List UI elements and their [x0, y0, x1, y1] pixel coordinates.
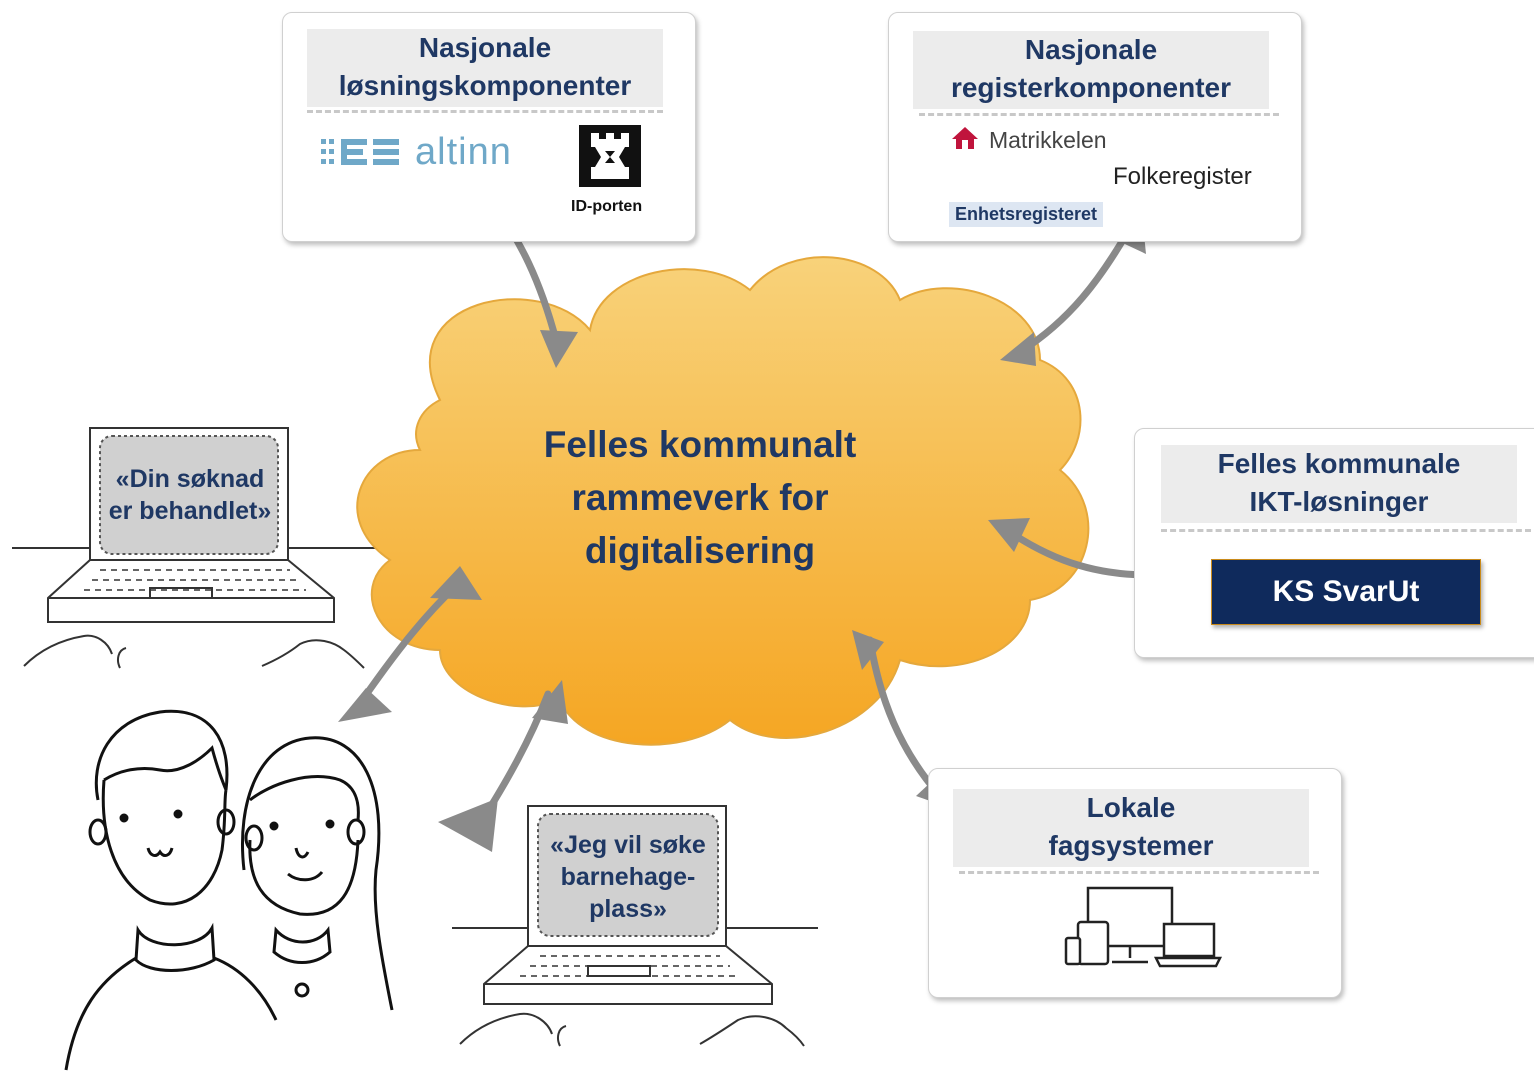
idporten-logo-icon: [579, 125, 641, 187]
ks-svarut-badge: KS SvarUt: [1211, 559, 1481, 625]
laptop-bottom-line2: barnehage-: [560, 863, 696, 891]
heading-line2: fagsystemer: [1048, 830, 1214, 861]
heading-divider: [919, 113, 1279, 116]
arrow-to-registerkomponenter: [1016, 224, 1134, 356]
folkeregister-label: Folkeregister: [1113, 163, 1252, 190]
altinn-logo-icon: [321, 139, 399, 165]
heading-divider: [307, 110, 663, 113]
cloud-shape: [356, 256, 1090, 746]
heading-line2: IKT-løsninger: [1249, 486, 1429, 517]
laptop-bottom-line3: plass»: [589, 895, 667, 923]
matrikkelen-label: Matrikkelen: [989, 127, 1107, 153]
heading-line1: Felles kommunale: [1217, 448, 1461, 479]
card-nasjonale-registerkomponenter: Nasjonale registerkomponenter Matrikkele…: [888, 12, 1302, 242]
card-felles-kommunale-ikt: Felles kommunale IKT-løsninger KS SvarUt: [1134, 428, 1534, 658]
card-heading: Nasjonale registerkomponenter: [913, 31, 1269, 109]
heading-line1: Lokale: [1086, 792, 1176, 823]
card-heading: Lokale fagsystemer: [953, 789, 1309, 867]
laptop-bottom-line1: «Jeg vil søke: [550, 831, 706, 859]
heading-line2: registerkomponenter: [950, 72, 1232, 103]
heading-line1: Nasjonale: [418, 32, 552, 63]
card-heading: Nasjonale løsningskomponenter: [307, 29, 663, 107]
laptop-left-message: «Din søknad er behandlet»: [102, 463, 278, 527]
card-lokale-fagsystemer: Lokale fagsystemer: [928, 768, 1342, 998]
devices-icon: [1064, 886, 1223, 968]
card-nasjonale-losningskomponenter: Nasjonale løsningskomponenter altinn ID-…: [282, 12, 696, 242]
enhetsregisteret-label: Enhetsregisteret: [949, 202, 1104, 227]
heading-line1: Nasjonale: [1024, 34, 1158, 65]
heading-divider: [1161, 529, 1531, 532]
cloud-title-line2: rammeverk for: [571, 477, 829, 518]
idporten-label: ID-porten: [571, 198, 643, 215]
laptop-left-line2: er behandlet»: [108, 497, 272, 525]
altinn-label: altinn: [415, 131, 512, 173]
cloud-title-line3: digitalisering: [584, 530, 816, 571]
card-heading: Felles kommunale IKT-løsninger: [1161, 445, 1517, 523]
arrow-to-lokale: [866, 636, 944, 800]
matrikkelen-house-icon: [952, 127, 978, 149]
laptop-left-line1: «Din søknad: [115, 465, 265, 493]
cloud-title-line1: Felles kommunalt: [543, 424, 857, 465]
heading-line2: løsningskomponenter: [338, 70, 632, 101]
laptop-left-illustration: [12, 427, 380, 669]
laptop-bottom-message: «Jeg vil søke barnehage- plass»: [538, 829, 718, 925]
heading-divider: [959, 871, 1319, 874]
people-illustration: [64, 709, 394, 1071]
laptop-bottom-illustration: [452, 805, 818, 1047]
cloud-title: Felles kommunalt rammeverk for digitalis…: [490, 418, 910, 577]
